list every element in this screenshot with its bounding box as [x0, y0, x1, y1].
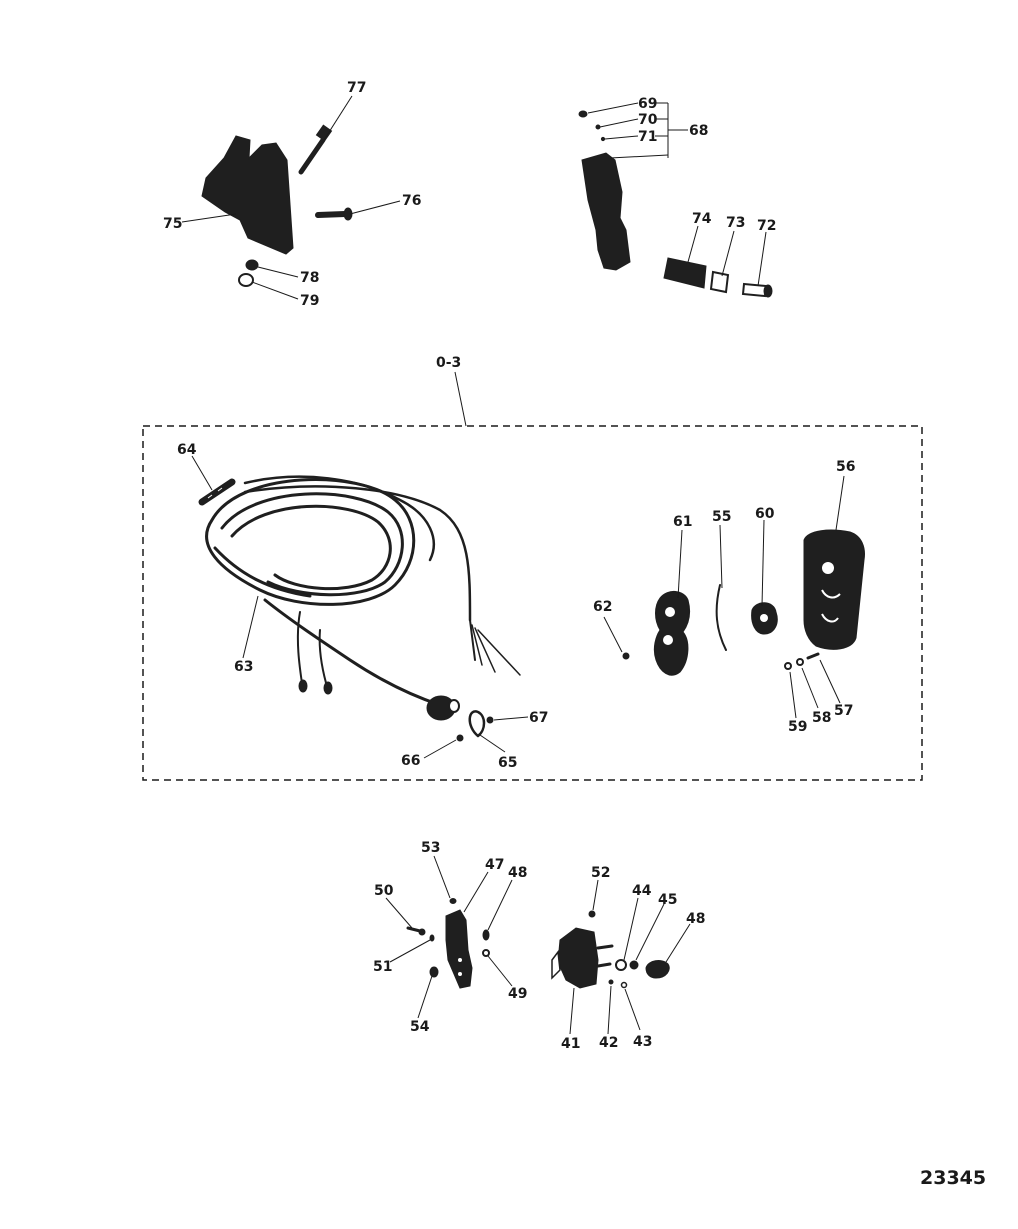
part-76-screw: [315, 207, 353, 221]
callout-71: 71: [638, 129, 657, 145]
callout-68: 68: [689, 123, 708, 139]
callout-66: 66: [401, 753, 420, 769]
callout-44: 44: [632, 883, 652, 899]
part-49-washer: [482, 949, 490, 957]
leaders-top-left: [181, 95, 401, 300]
part-66-screw: [456, 734, 464, 742]
part-lever-arm: [581, 152, 631, 271]
part-43-nut: [620, 981, 628, 989]
part-51-washer: [429, 934, 435, 942]
callout-73: 73: [726, 215, 745, 231]
callout-77: 77: [347, 80, 366, 96]
part-56-control-housing: [803, 529, 865, 650]
callout-48b: 48: [686, 911, 705, 927]
part-52-nut: [588, 910, 596, 918]
part-77-bolt: [298, 124, 333, 175]
lever-assembly: [578, 110, 773, 298]
part-63-wiring-harness: [205, 475, 521, 721]
callout-41: 41: [561, 1036, 580, 1052]
callout-72: 72: [757, 218, 776, 234]
callout-54: 54: [410, 1019, 430, 1035]
callout-62: 62: [593, 599, 612, 615]
callout-76: 76: [402, 193, 421, 209]
part-59-nut: [784, 662, 792, 670]
callout-58: 58: [812, 710, 831, 726]
callout-75: 75: [163, 216, 182, 232]
callout-51: 51: [373, 959, 392, 975]
leaders-kit: [191, 455, 845, 759]
callout-42: 42: [599, 1035, 618, 1051]
callout-56: 56: [836, 459, 855, 475]
callout-43: 43: [633, 1034, 652, 1050]
callout-55: 55: [712, 509, 731, 525]
callout-59: 59: [788, 719, 807, 735]
bracket-assembly: [201, 124, 353, 287]
part-70-washer: [595, 124, 601, 130]
kit-outline: [142, 425, 923, 781]
part-44-washer: [615, 959, 627, 971]
part-47-switch-bracket: [445, 909, 473, 989]
part-61-switch-insert: [653, 591, 691, 676]
callout-45: 45: [658, 892, 677, 908]
callout-63: 63: [234, 659, 253, 675]
leaders-bottom: [385, 855, 691, 1035]
group-label: 0-3: [436, 355, 461, 371]
part-65-clamp: [468, 710, 486, 738]
callout-49: 49: [508, 986, 527, 1002]
callout-78: 78: [300, 270, 319, 286]
part-62-screw: [622, 652, 630, 660]
callout-79: 79: [300, 293, 319, 309]
figure-number: 23345: [920, 1167, 986, 1189]
callout-52: 52: [591, 865, 610, 881]
callout-70: 70: [638, 112, 658, 128]
part-50-screw: [406, 926, 426, 936]
part-73-bushing: [709, 270, 730, 294]
part-67-nut: [486, 716, 494, 724]
callout-57: 57: [834, 703, 853, 719]
leaders-top-right: [587, 102, 767, 287]
part-48b-boot: [645, 960, 670, 979]
callout-61: 61: [673, 514, 692, 530]
part-54-nut: [429, 966, 439, 978]
part-74-sleeve: [663, 257, 707, 289]
part-45-nut: [629, 960, 639, 970]
callout-50: 50: [374, 883, 394, 899]
part-71-pin: [600, 136, 606, 142]
part-79-washer: [238, 273, 254, 287]
part-53-nut: [449, 898, 457, 904]
part-41-switch: [557, 927, 599, 989]
part-78-nut: [245, 259, 259, 271]
callout-69: 69: [638, 96, 657, 112]
callout-74: 74: [692, 211, 712, 227]
callout-48a: 48: [508, 865, 527, 881]
callout-64: 64: [177, 442, 197, 458]
part-72-bolt: [741, 282, 773, 298]
part-55-wire-clip: [715, 584, 727, 651]
callout-53: 53: [421, 840, 440, 856]
callout-65: 65: [498, 755, 517, 771]
part-42-screw: [608, 979, 614, 985]
part-57-screw: [806, 652, 820, 660]
part-64-sleeve: [198, 478, 236, 506]
part-48a-fastener: [482, 929, 490, 941]
part-69-screw: [578, 110, 588, 118]
callout-47: 47: [485, 857, 504, 873]
callout-67: 67: [529, 710, 548, 726]
part-58-washer: [796, 658, 804, 666]
part-75-bracket: [201, 135, 294, 255]
callout-60: 60: [755, 506, 775, 522]
